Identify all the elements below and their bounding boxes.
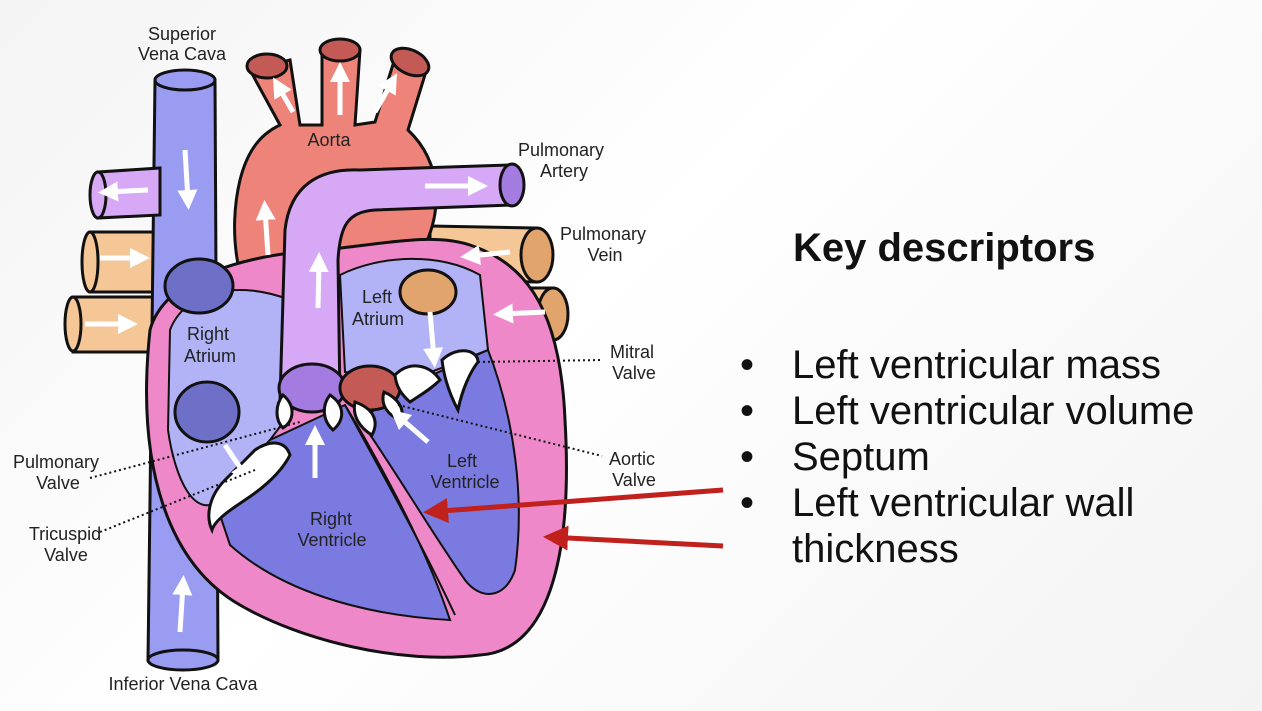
pulmonary-artery (278, 162, 526, 402)
diagram-labels: Superior Vena Cava Aorta Pulmonary Arter… (13, 24, 656, 694)
descriptor-item: Septum (740, 434, 1262, 480)
label-tricuspid-valve-2: Valve (44, 545, 88, 565)
pointer-arrows (423, 487, 724, 551)
tricuspid-valve-leaflets (207, 441, 292, 535)
label-svc-1: Superior (148, 24, 216, 44)
panel-heading: Key descriptors (793, 226, 1096, 270)
mitral-valve-leaflets (393, 349, 480, 415)
label-left-atrium-2: Atrium (352, 309, 404, 329)
blood-flow-arrows (85, 62, 546, 633)
descriptor-item: Left ventricular volume (740, 388, 1262, 434)
label-right-ventricle-1: Right (310, 509, 352, 529)
label-left-ventricle-2: Ventricle (430, 472, 499, 492)
label-pulmonary-valve-2: Valve (36, 473, 80, 493)
label-pulmonary-vein-1: Pulmonary (560, 224, 646, 244)
label-aorta: Aorta (307, 130, 351, 150)
descriptor-item: Left ventricular wall thickness (740, 480, 1212, 572)
label-pulmonary-vein-2: Vein (587, 245, 622, 265)
label-aortic-valve-1: Aortic (609, 449, 655, 469)
label-left-atrium-1: Left (362, 287, 392, 307)
pointer-arrow-wall (543, 525, 724, 551)
svc-opening (163, 257, 235, 315)
leader-lines (89, 359, 603, 533)
label-pulmonary-artery-1: Pulmonary (518, 140, 604, 160)
label-tricuspid-valve-1: Tricuspid (29, 524, 101, 544)
label-svc-2: Vena Cava (138, 44, 227, 64)
pulmonary-vein-opening (398, 268, 458, 316)
pulmonary-valve-leaflets (275, 392, 344, 432)
label-left-ventricle-1: Left (447, 451, 477, 471)
label-mitral-valve-2: Valve (612, 363, 656, 383)
label-right-atrium-1: Right (187, 324, 229, 344)
label-right-ventricle-2: Ventricle (297, 530, 366, 550)
label-mitral-valve-1: Mitral (610, 342, 654, 362)
septum-edge (344, 404, 456, 616)
ivc-opening (173, 380, 241, 444)
descriptor-list: Left ventricular mass Left ventricular v… (740, 342, 1262, 572)
label-pulmonary-valve-1: Pulmonary (13, 452, 99, 472)
label-pulmonary-artery-2: Artery (540, 161, 588, 181)
label-right-atrium-2: Atrium (184, 346, 236, 366)
label-aortic-valve-2: Valve (612, 470, 656, 490)
pointer-arrow-septum (423, 487, 724, 523)
label-ivc: Inferior Vena Cava (108, 674, 258, 694)
descriptor-item: Left ventricular mass (740, 342, 1262, 388)
